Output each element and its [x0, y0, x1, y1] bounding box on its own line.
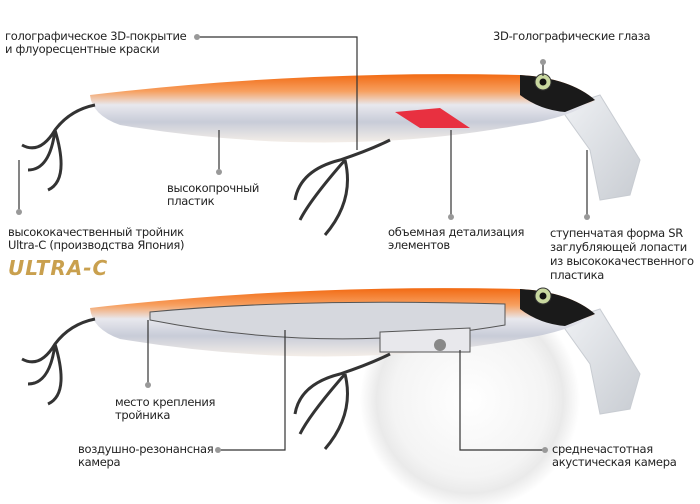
ultra-c-logo: ULTRA-C — [8, 256, 109, 280]
diving-lip — [559, 94, 641, 201]
lure-bottom — [21, 287, 641, 450]
treble-hook-icon — [21, 317, 391, 450]
rattle-ball — [434, 339, 446, 351]
air-chamber — [149, 301, 506, 340]
diving-lip — [559, 308, 641, 415]
lure-body — [90, 74, 595, 143]
fin — [395, 108, 470, 128]
lure-top — [21, 73, 641, 236]
leader-dots — [16, 34, 590, 453]
treble-hook-icon — [21, 103, 391, 236]
label-holo-eyes: 3D-голографические глаза — [493, 29, 651, 43]
leader-lines — [18, 36, 588, 451]
acoustic-chamber — [379, 327, 471, 353]
